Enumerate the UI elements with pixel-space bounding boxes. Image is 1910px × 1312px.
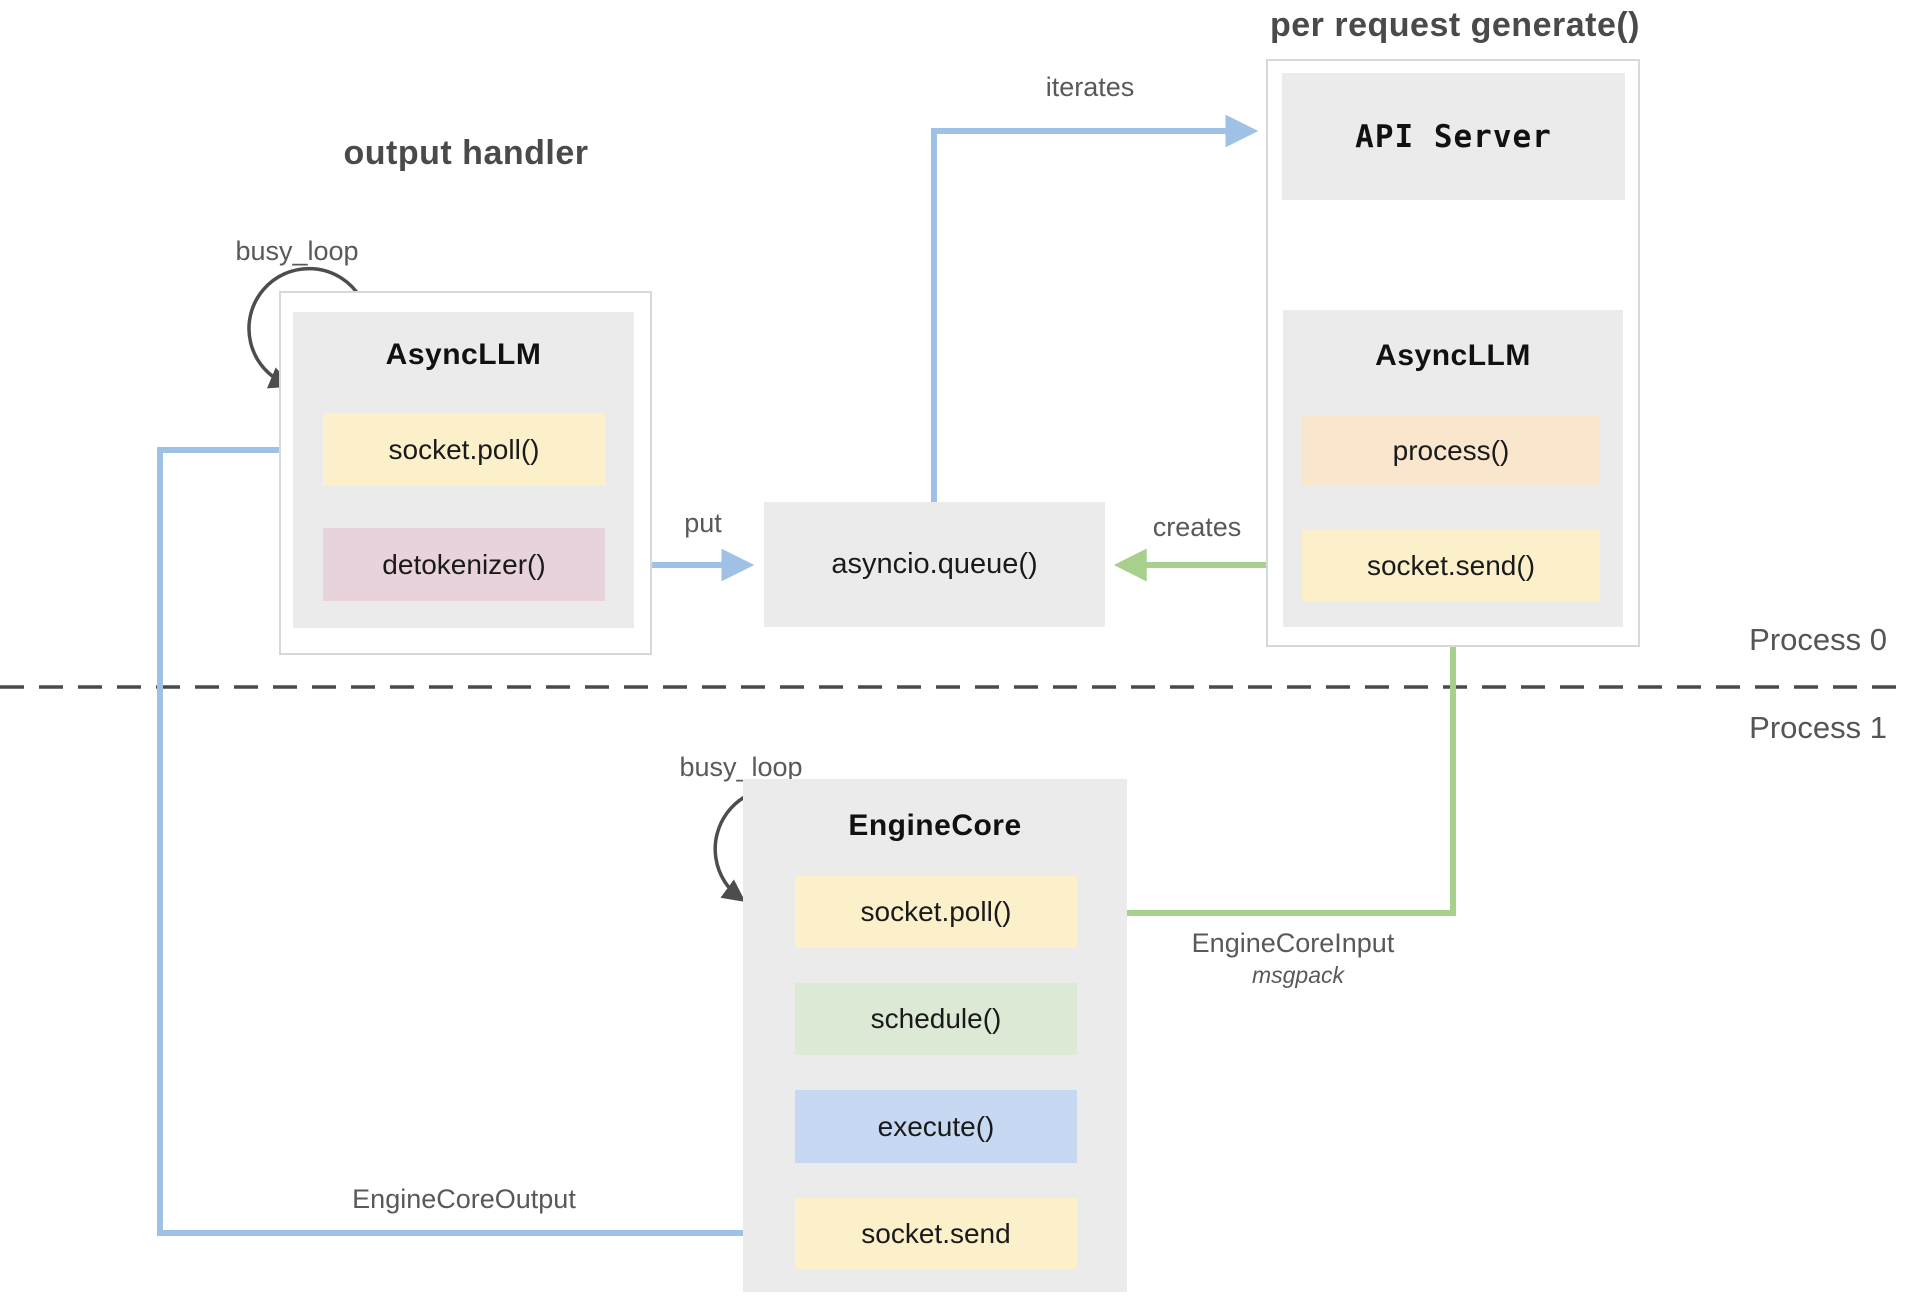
- engine-core-schedule: schedule(): [795, 983, 1077, 1055]
- async-llm-left-node: AsyncLLM socket.poll() detokenizer(): [293, 312, 634, 628]
- busy-loop-label-bottom: busy_loop: [679, 752, 803, 782]
- per-request-generate-title: per request generate(): [1270, 6, 1640, 44]
- asyncio-queue-node: asyncio.queue(): [764, 502, 1105, 627]
- output-handler-container: AsyncLLM socket.poll() detokenizer(): [279, 291, 652, 655]
- process-0-label: Process 0: [1749, 622, 1887, 657]
- async-llm-left-socket-poll: socket.poll(): [323, 413, 605, 486]
- async-llm-left-title: AsyncLLM: [385, 338, 542, 371]
- engine-core-execute: execute(): [795, 1090, 1077, 1163]
- engine-core-socket-poll: socket.poll(): [795, 876, 1077, 948]
- engine-core-output-label: EngineCoreOutput: [352, 1184, 576, 1214]
- async-llm-right-node: AsyncLLM process() socket.send(): [1283, 310, 1623, 627]
- async-llm-left-detokenizer: detokenizer(): [323, 528, 605, 601]
- async-llm-right-socket-send: socket.send(): [1302, 530, 1600, 602]
- engine-core-input-label: EngineCoreInput: [1191, 928, 1395, 958]
- creates-label: creates: [1152, 512, 1242, 542]
- per-request-container: API Server AsyncLLM process() socket.sen…: [1266, 59, 1640, 647]
- async-llm-right-process: process(): [1302, 415, 1600, 486]
- output-handler-title: output handler: [343, 134, 589, 172]
- engine-core-input-format-label: msgpack: [1251, 962, 1345, 988]
- arrow-engine-core-input: [1090, 602, 1456, 930]
- busy-loop-label-left: busy_loop: [235, 236, 359, 266]
- put-label: put: [684, 508, 722, 538]
- process-1-label: Process 1: [1749, 710, 1887, 745]
- engine-core-title: EngineCore: [848, 809, 1022, 842]
- async-llm-right-title: AsyncLLM: [1375, 339, 1531, 372]
- engine-core-socket-send: socket.send: [795, 1198, 1077, 1269]
- engine-core-node: EngineCore socket.poll() schedule() exec…: [743, 779, 1127, 1292]
- iterates-label: iterates: [1045, 72, 1135, 102]
- arrow-iterates: [931, 114, 1259, 502]
- api-server-node: API Server: [1282, 73, 1625, 200]
